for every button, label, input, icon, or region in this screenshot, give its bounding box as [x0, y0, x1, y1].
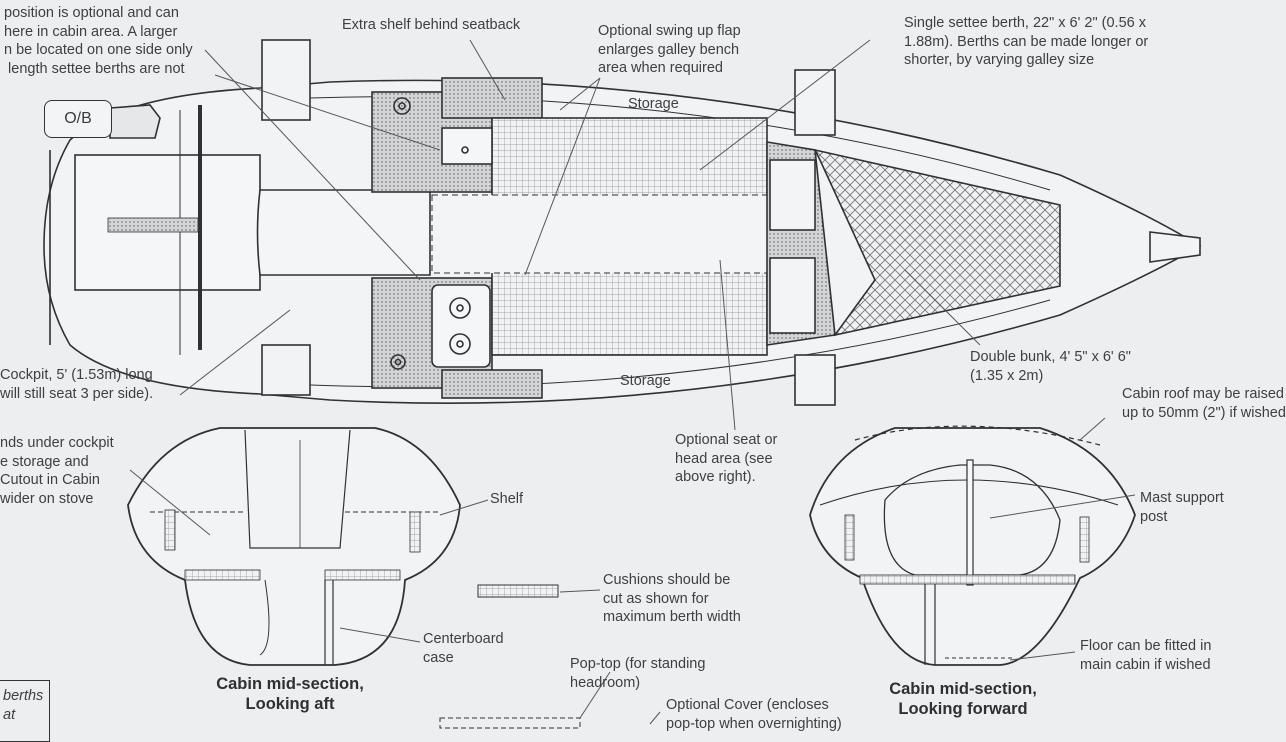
top-left-note: position is optional and can here in cab…	[4, 5, 193, 77]
double-bunk-label: Double bunk, 4' 5" x 6' 6" (1.35 x 2m)	[970, 349, 1131, 384]
swing-flap-label: Optional swing up flap enlarges galley b…	[598, 23, 741, 76]
floor-label: Floor can be fitted in main cabin if wis…	[1080, 638, 1212, 673]
fwd-leg-top	[794, 69, 836, 136]
cushions-label: Cushions should be cut as shown for maxi…	[603, 572, 741, 625]
shelf-label: Shelf	[490, 491, 524, 507]
cushion-sample	[477, 584, 559, 598]
boat-plan-drawing	[43, 39, 1202, 729]
stove	[431, 284, 491, 368]
companionway	[256, 189, 431, 276]
section-aft	[127, 427, 461, 666]
mast-support-label: Mast support post	[1140, 490, 1224, 525]
section-forward	[809, 425, 1136, 666]
corner-note-text: berths at	[3, 688, 44, 723]
sink	[441, 127, 493, 165]
caption-looking-aft: Cabin mid-section, Looking aft	[216, 675, 364, 713]
aft-leg-bottom	[261, 344, 311, 396]
optional-cover-label: Optional Cover (encloses pop-top when ov…	[666, 697, 842, 732]
extra-shelf-label: Extra shelf behind seatback	[342, 17, 521, 33]
centerboard-label: Centerboard case	[423, 631, 504, 666]
corner-note-box: berths at	[0, 680, 50, 742]
single-settee-label: Single settee berth, 22" x 6' 2" (0.56 x…	[904, 15, 1149, 68]
pop-top-label: Pop-top (for standing headroom)	[570, 656, 706, 691]
cockpit-label: Cockpit, 5' (1.53m) long will still seat…	[0, 367, 154, 402]
under-cockpit-label: nds under cockpit e storage and Cutout i…	[0, 435, 114, 507]
settee-bottom	[491, 269, 768, 356]
leader-lines	[179, 39, 981, 431]
optional-seat-label: Optional seat or head area (see above ri…	[675, 432, 778, 485]
shelf-top	[441, 77, 543, 119]
aft-leg-top	[261, 39, 311, 121]
cabin-roof-label: Cabin roof may be raised up to 50mm (2")…	[1122, 386, 1286, 421]
outboard-label: O/B	[44, 100, 112, 138]
plan-view	[43, 39, 1202, 406]
storage-top-label: Storage	[628, 96, 679, 112]
fwd-leg-bottom	[794, 354, 836, 406]
storage-bottom-label: Storage	[620, 373, 671, 389]
caption-looking-forward: Cabin mid-section, Looking forward	[889, 680, 1037, 718]
boat-plan-sheet: O/B position is optional and can here in…	[0, 5, 1286, 742]
shelf-bottom	[441, 369, 543, 399]
aft-hull	[127, 427, 461, 666]
bow-fitting	[1149, 231, 1201, 263]
